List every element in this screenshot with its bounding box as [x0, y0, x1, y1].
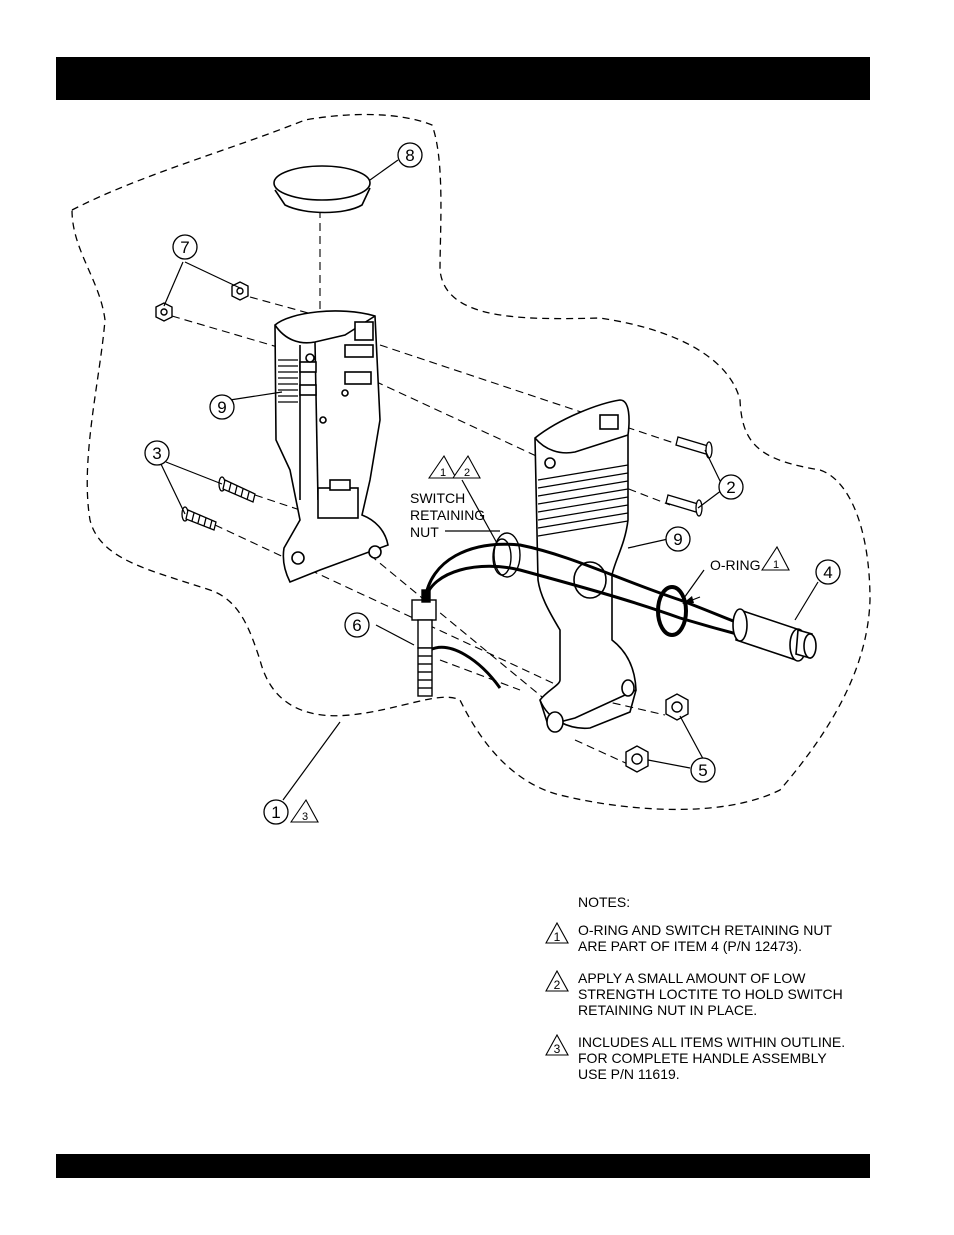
note-text: STRENGTH LOCTITE TO HOLD SWITCH [578, 986, 874, 1002]
note-triangle-icon: 2 [544, 970, 570, 992]
svg-text:1: 1 [440, 467, 446, 479]
note-triangle-icon: 1 [544, 922, 570, 944]
svg-text:1: 1 [554, 930, 561, 944]
note-text: USE P/N 11619. [578, 1066, 874, 1082]
callout-number: 9 [673, 530, 682, 549]
svg-text:1: 1 [773, 559, 779, 571]
hex-nuts-7 [156, 282, 248, 321]
note-text: O-RING AND SWITCH RETAINING NUT [578, 922, 874, 938]
note-item: 2 APPLY A SMALL AMOUNT OF LOW STRENGTH L… [544, 970, 874, 1018]
callout-8: 8 [398, 143, 422, 167]
notes-section: NOTES: 1 O-RING AND SWITCH RETAINING NUT… [544, 894, 874, 1098]
screws-2 [666, 437, 712, 516]
callout-number: 3 [152, 444, 161, 463]
note-text: RETAINING NUT IN PLACE. [578, 1002, 874, 1018]
callout-1: 1 [264, 800, 288, 824]
note-text: FOR COMPLETE HANDLE ASSEMBLY [578, 1050, 874, 1066]
svg-text:3: 3 [554, 1042, 561, 1056]
callout-7: 7 [173, 235, 197, 259]
callout-6: 6 [345, 613, 369, 637]
callout-number: 7 [180, 238, 189, 257]
callout-5: 5 [691, 758, 715, 782]
note-ref-triangle: 3 [291, 800, 318, 823]
svg-text:2: 2 [554, 978, 561, 992]
callout-9-left: 9 [210, 395, 234, 419]
switch-label-line3: NUT [410, 524, 439, 540]
callout-4: 4 [816, 560, 840, 584]
callout-number: 8 [405, 146, 414, 165]
leader-lines [160, 160, 818, 800]
svg-text:2: 2 [464, 467, 470, 479]
callout-3: 3 [145, 441, 169, 465]
notes-title: NOTES: [578, 894, 874, 910]
note-text: APPLY A SMALL AMOUNT OF LOW [578, 970, 874, 986]
sensor-fitting [412, 590, 436, 696]
callout-number: 1 [271, 803, 280, 822]
callout-number: 5 [698, 761, 707, 780]
screws-3 [182, 477, 255, 530]
note-ref-triangle: 2 [453, 456, 480, 479]
note-item: 3 INCLUDES ALL ITEMS WITHIN OUTLINE. FOR… [544, 1034, 874, 1082]
callout-9-right: 9 [666, 527, 690, 551]
callout-number: 2 [726, 478, 735, 497]
note-item: 1 O-RING AND SWITCH RETAINING NUT ARE PA… [544, 922, 874, 954]
callout-number: 4 [823, 563, 832, 582]
svg-text:3: 3 [302, 811, 308, 823]
note-triangle-icon: 3 [544, 1034, 570, 1056]
note-ref-triangle: 1 [429, 456, 456, 479]
switch-label-line1: SWITCH [410, 490, 465, 506]
hex-nuts-5 [626, 694, 688, 772]
callout-number: 6 [352, 616, 361, 635]
left-handle-half [275, 311, 388, 582]
note-ref-triangle: 1 [762, 547, 789, 571]
switch-label-line2: RETAINING [410, 507, 485, 523]
cap-part [274, 166, 370, 213]
note-text: INCLUDES ALL ITEMS WITHIN OUTLINE. [578, 1034, 874, 1050]
push-switch [733, 609, 816, 661]
callout-number: 9 [217, 398, 226, 417]
footer-bar [56, 1154, 870, 1178]
oring-label: O-RING [710, 557, 761, 573]
note-text: ARE PART OF ITEM 4 (P/N 12473). [578, 938, 874, 954]
callout-2: 2 [719, 475, 743, 499]
